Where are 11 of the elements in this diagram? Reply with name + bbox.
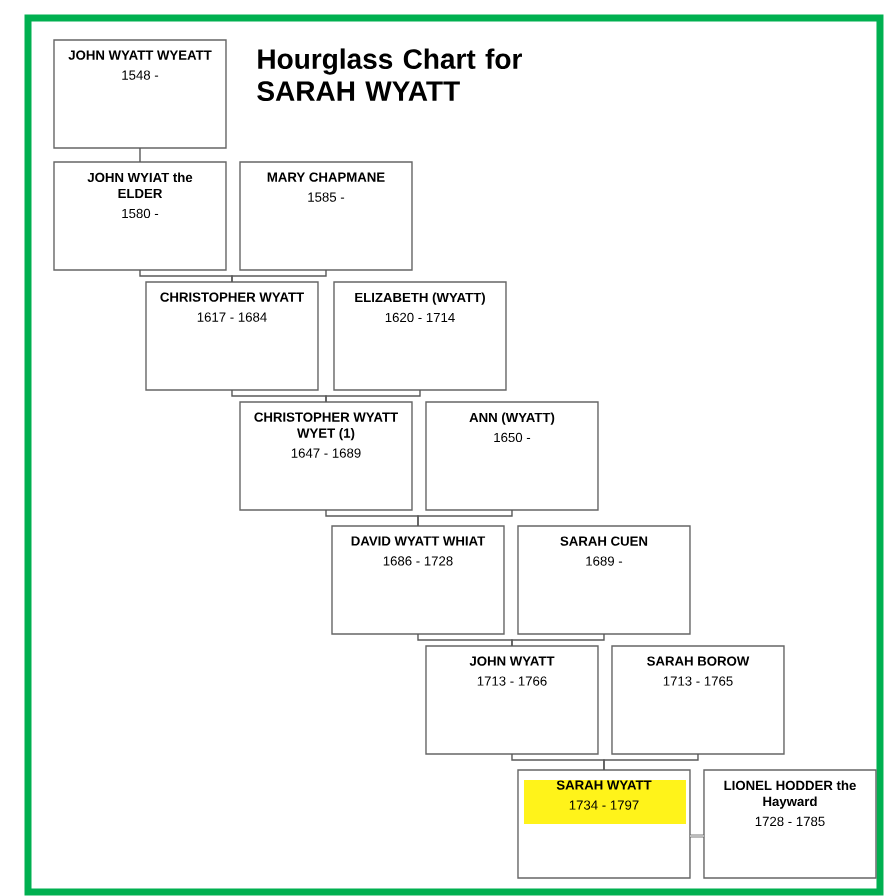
connector: [139, 147, 141, 163]
connector: [603, 753, 699, 771]
connector: [689, 834, 705, 838]
title: Hourglass Chart for SARAH WYATT: [257, 48, 522, 101]
connector: [417, 633, 513, 647]
connector: [231, 389, 327, 403]
connector: [325, 389, 421, 403]
connector: [417, 509, 513, 527]
connector: [231, 269, 327, 283]
connector: [511, 633, 605, 647]
connector: [139, 269, 233, 283]
